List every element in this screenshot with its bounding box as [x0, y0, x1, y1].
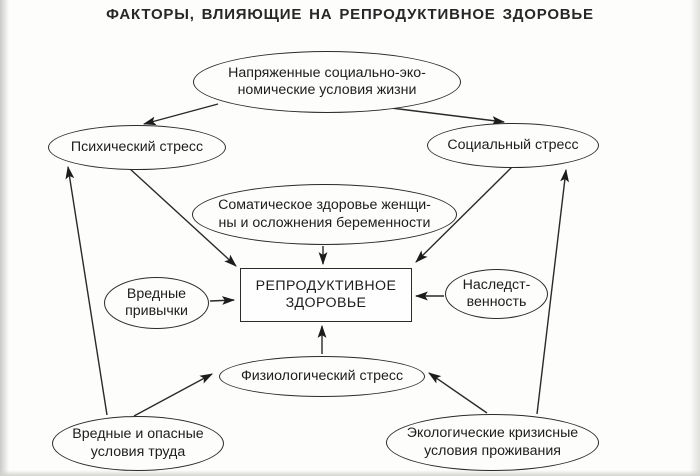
- arrow-socioeconomic-to-psychological-stress: [142, 103, 219, 126]
- node-label-line: ЗДОРОВЬЕ: [285, 295, 367, 311]
- node-bad-habits: Вредные привычки: [104, 277, 209, 329]
- node-ecological-crisis: Экологические кризисные условия проживан…: [386, 414, 599, 471]
- node-heredity: Наследст- венность: [445, 269, 548, 319]
- arrow-ecological-crisis-to-social-stress: [536, 168, 570, 415]
- arrow-ecological-crisis-to-physiological-stress: [428, 372, 488, 414]
- node-label-line: номические условия жизни: [237, 82, 417, 98]
- node-label-line: Вредные: [126, 285, 187, 302]
- node-reproductive-health: РЕПРОДУКТИВНОЕ ЗДОРОВЬЕ: [240, 268, 412, 322]
- node-label-line: РЕПРОДУКТИВНОЕ: [255, 277, 397, 294]
- node-social-stress: Социальный стресс: [427, 123, 599, 168]
- node-label-line: венность: [466, 294, 527, 310]
- arrow-socioeconomic-to-social-stress: [382, 106, 506, 125]
- node-label-line: привычки: [125, 303, 188, 319]
- node-label-line: Соматическое здоровье женщи-: [218, 197, 431, 213]
- node-label-line: Напряженные социально-эко-: [228, 64, 426, 81]
- node-somatic-health: Соматическое здоровье женщи- ны и осложн…: [192, 184, 457, 245]
- node-label-line: Вредные и опасные: [72, 426, 204, 442]
- node-physiological-stress: Физиологический стресс: [219, 356, 425, 397]
- node-label-line: условия труда: [90, 443, 186, 460]
- arrow-bad-habits-to-reproductive-health: [209, 296, 236, 305]
- node-label-line: Психический стресс: [70, 138, 204, 155]
- arrow-social-stress-to-reproductive-health: [415, 165, 514, 263]
- arrow-hazardous-work-to-physiological-stress: [133, 373, 213, 417]
- node-hazardous-work: Вредные и опасные условия труда: [52, 416, 224, 471]
- node-label-line: Наследст-: [462, 276, 531, 293]
- node-label-line: Физиологический стресс: [240, 367, 404, 384]
- node-label-line: Социальный стресс: [447, 136, 579, 153]
- node-label-line: условия проживания: [424, 442, 561, 459]
- diagram-title: ФАКТОРЫ, ВЛИЯЮЩИЕ НА РЕПРОДУКТИВНОЕ ЗДОР…: [106, 6, 594, 23]
- node-psychological-stress: Психический стресс: [48, 125, 226, 170]
- node-socioeconomic-conditions: Напряженные социально-эко- номические ус…: [193, 51, 461, 113]
- arrow-hazardous-work-to-psychological-stress: [65, 165, 108, 416]
- node-label-line: ны и осложнения беременности: [218, 214, 431, 231]
- node-label-line: Экологические кризисные: [406, 425, 579, 441]
- arrow-psychological-stress-to-reproductive-health: [128, 167, 237, 267]
